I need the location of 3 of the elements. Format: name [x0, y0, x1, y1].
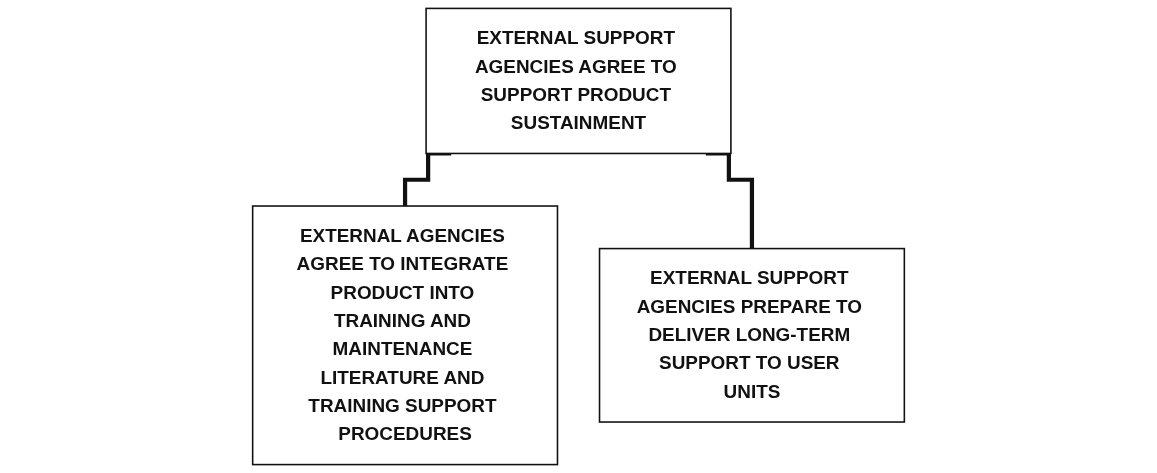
node-box — [598, 247, 906, 423]
node-box — [251, 205, 559, 466]
node-box — [425, 7, 732, 155]
